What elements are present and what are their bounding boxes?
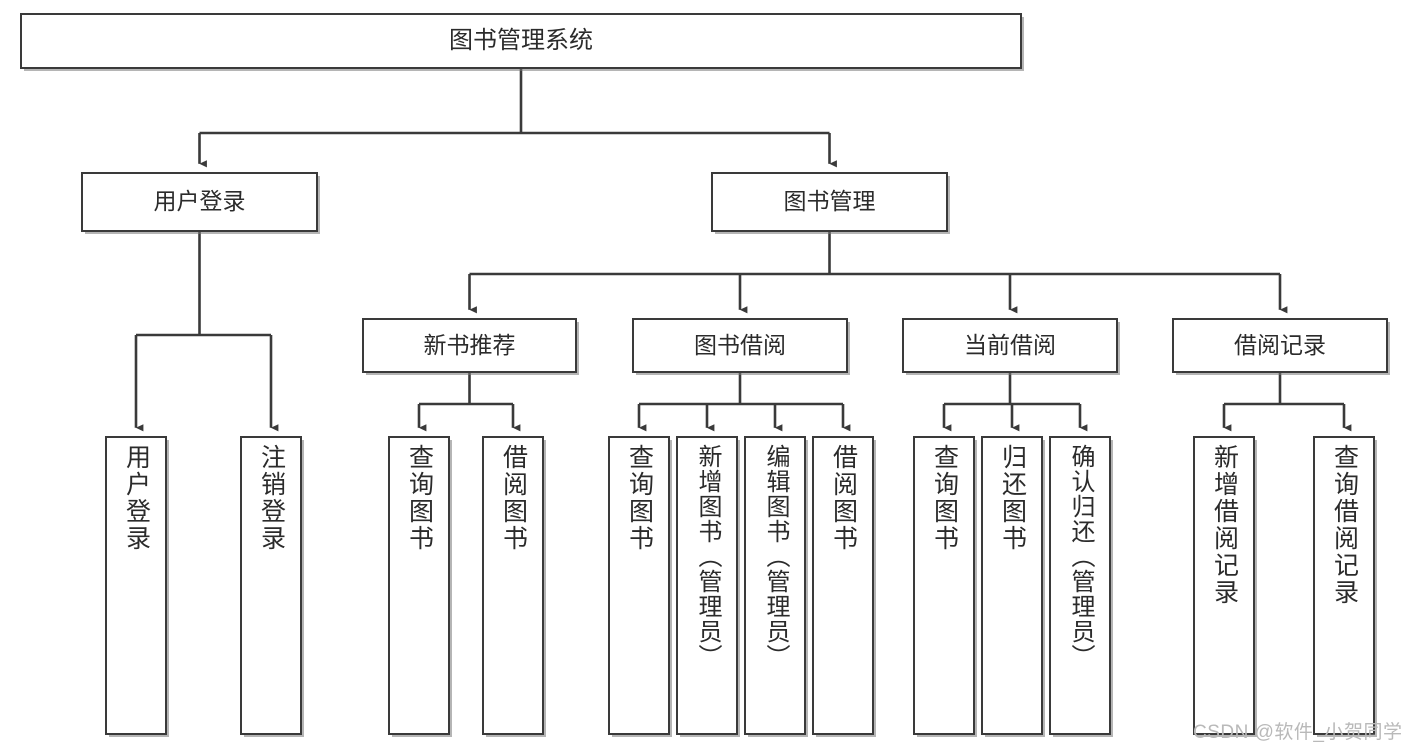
node-label: 新增借阅记录 (1210, 444, 1239, 606)
watermark-label: CSDN @软件_小贺同学 (1193, 722, 1403, 743)
node-label: 查询图书 (625, 444, 654, 552)
node-leaf-user-login[interactable]: 用户登录 (105, 436, 167, 735)
node-user-login[interactable]: 用户登录 (81, 172, 318, 232)
node-book-borrow[interactable]: 图书借阅 (632, 318, 848, 373)
node-leaf-query-record[interactable]: 查询借阅记录 (1313, 436, 1375, 735)
node-leaf-user-logout[interactable]: 注销登录 (240, 436, 302, 735)
node-label: 图书借阅 (694, 331, 786, 358)
node-label: 图书管理 (783, 188, 876, 215)
node-leaf-edit-book[interactable]: 编辑图书（管理员） (744, 436, 806, 735)
node-current-borrow[interactable]: 当前借阅 (902, 318, 1118, 373)
node-label: 查询借阅记录 (1330, 444, 1359, 606)
node-leaf-query-book-2[interactable]: 查询图书 (608, 436, 670, 735)
node-label: 当前借阅 (964, 331, 1056, 358)
node-label: 归还图书 (998, 444, 1027, 552)
node-leaf-borrow-book-2[interactable]: 借阅图书 (812, 436, 874, 735)
node-label: 借阅图书 (829, 444, 858, 552)
node-leaf-borrow-book-1[interactable]: 借阅图书 (482, 436, 544, 735)
node-label: 新增图书（管理员） (694, 444, 721, 669)
node-label: 新书推荐 (423, 331, 516, 358)
node-borrow-record[interactable]: 借阅记录 (1172, 318, 1388, 373)
node-label: 查询图书 (930, 444, 959, 552)
node-label: 用户登录 (122, 444, 151, 552)
node-leaf-return-book[interactable]: 归还图书 (981, 436, 1043, 735)
node-label: 注销登录 (257, 444, 286, 552)
node-leaf-add-record[interactable]: 新增借阅记录 (1193, 436, 1255, 735)
node-label: 用户登录 (153, 188, 246, 215)
node-label: 编辑图书（管理员） (762, 444, 789, 669)
node-new-book-rec[interactable]: 新书推荐 (362, 318, 577, 373)
node-leaf-query-book-3[interactable]: 查询图书 (913, 436, 975, 735)
node-label: 图书管理系统 (449, 26, 593, 54)
node-label: 借阅图书 (499, 444, 528, 552)
node-label: 确认归还（管理员） (1067, 444, 1094, 669)
node-label: 查询图书 (405, 444, 434, 552)
node-book-manage[interactable]: 图书管理 (711, 172, 948, 232)
node-label: 借阅记录 (1234, 331, 1326, 358)
node-leaf-confirm-return[interactable]: 确认归还（管理员） (1049, 436, 1111, 735)
node-root[interactable]: 图书管理系统 (20, 13, 1022, 69)
node-leaf-query-book-1[interactable]: 查询图书 (388, 436, 450, 735)
node-leaf-add-book[interactable]: 新增图书（管理员） (676, 436, 738, 735)
